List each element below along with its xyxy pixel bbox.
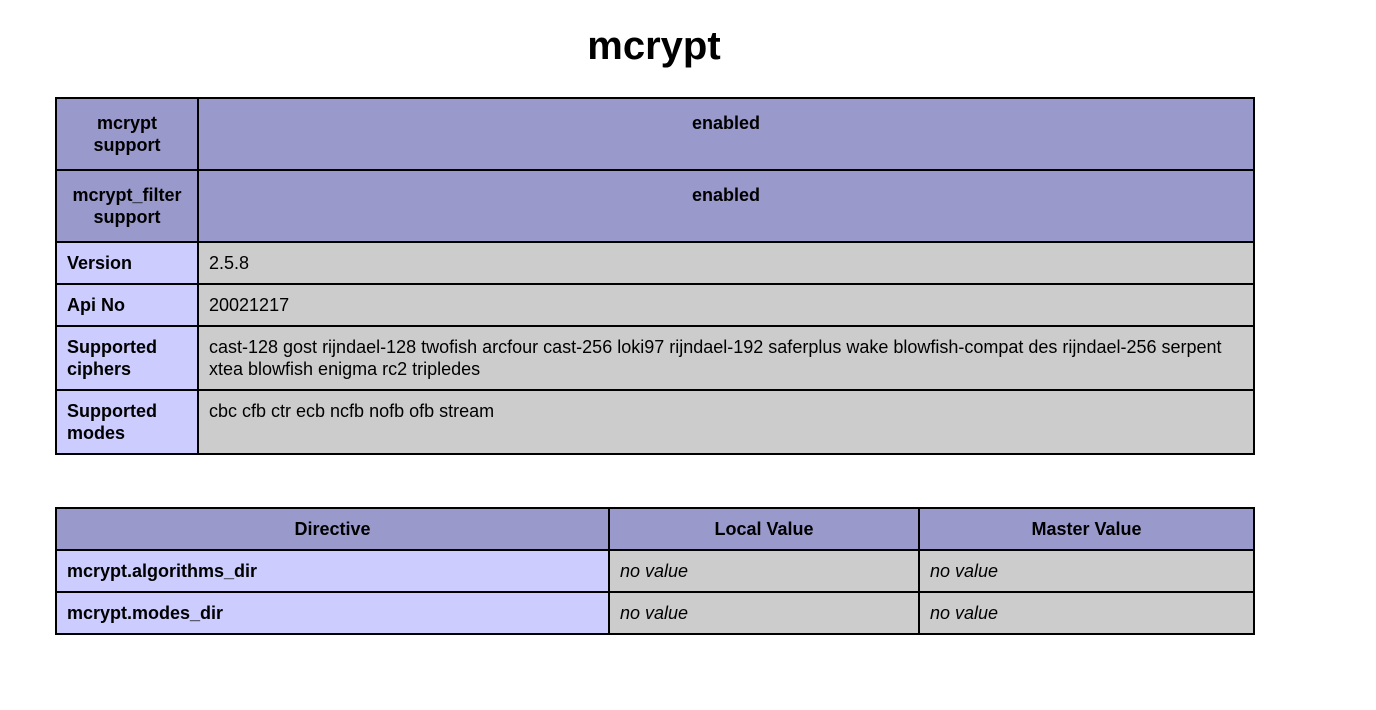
info-row-version: Version 2.5.8: [55, 241, 1255, 285]
mcrypt-info-table: mcrypt support enabled mcrypt_filter sup…: [55, 97, 1255, 455]
info-row-label: Api No: [55, 283, 199, 327]
directive-row-modes-dir: mcrypt.modes_dir no value no value: [55, 591, 1255, 635]
directive-master-value: no value: [918, 549, 1255, 593]
phpinfo-page: mcrypt mcrypt support enabled mcrypt_fil…: [55, 0, 1255, 635]
info-row-mcrypt-support: mcrypt support enabled: [55, 97, 1255, 171]
info-row-value: enabled: [197, 97, 1255, 171]
directive-local-value: no value: [608, 591, 920, 635]
info-row-value: 20021217: [197, 283, 1255, 327]
info-row-value: enabled: [197, 169, 1255, 243]
info-row-label: mcrypt_filter support: [55, 169, 199, 243]
page-title: mcrypt: [587, 24, 721, 68]
column-header-directive: Directive: [55, 507, 610, 551]
info-row-supported-modes: Supported modes cbc cfb ctr ecb ncfb nof…: [55, 389, 1255, 455]
directive-local-value: no value: [608, 549, 920, 593]
directive-master-value: no value: [918, 591, 1255, 635]
column-header-local-value: Local Value: [608, 507, 920, 551]
mcrypt-directive-table: Directive Local Value Master Value mcryp…: [55, 507, 1255, 635]
info-row-supported-ciphers: Supported ciphers cast-128 gost rijndael…: [55, 325, 1255, 391]
info-row-value: cbc cfb ctr ecb ncfb nofb ofb stream: [197, 389, 1255, 455]
directive-header-row: Directive Local Value Master Value: [55, 507, 1255, 551]
info-row-label: Version: [55, 241, 199, 285]
info-row-mcrypt-filter-support: mcrypt_filter support enabled: [55, 169, 1255, 243]
directive-name: mcrypt.modes_dir: [55, 591, 610, 635]
column-header-master-value: Master Value: [918, 507, 1255, 551]
directive-name: mcrypt.algorithms_dir: [55, 549, 610, 593]
info-row-api-no: Api No 20021217: [55, 283, 1255, 327]
info-row-value: cast-128 gost rijndael-128 twofish arcfo…: [197, 325, 1255, 391]
info-row-value: 2.5.8: [197, 241, 1255, 285]
directive-row-algorithms-dir: mcrypt.algorithms_dir no value no value: [55, 549, 1255, 593]
info-row-label: Supported modes: [55, 389, 199, 455]
info-row-label: Supported ciphers: [55, 325, 199, 391]
info-row-label: mcrypt support: [55, 97, 199, 171]
